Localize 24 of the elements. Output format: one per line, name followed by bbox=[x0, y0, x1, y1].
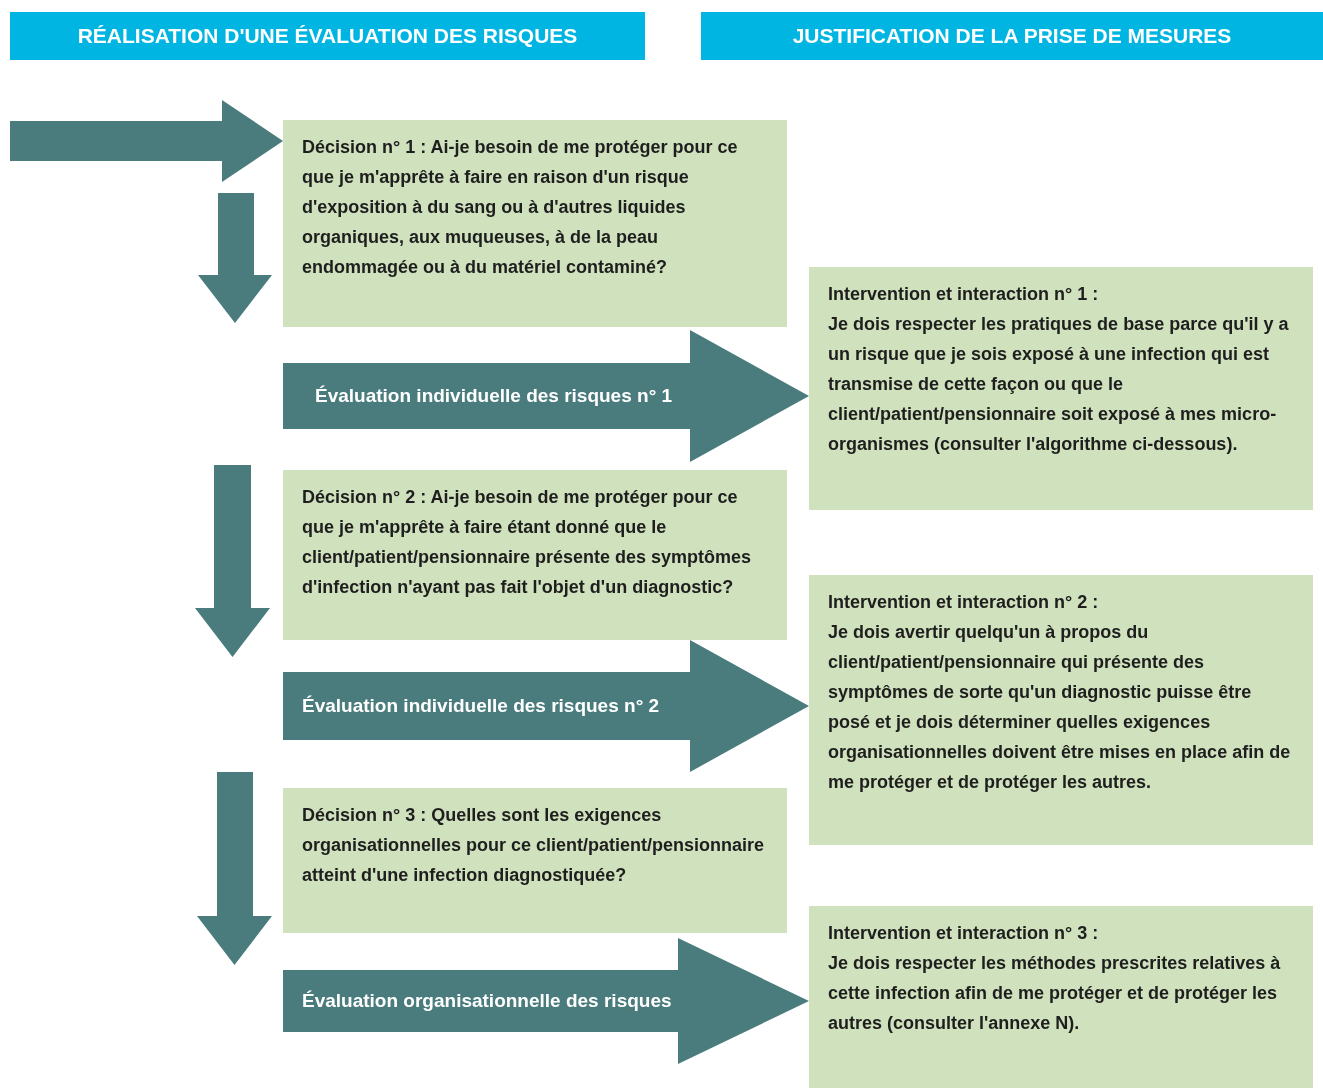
block-arrow bbox=[283, 330, 809, 462]
box-heading: Intervention et interaction n° 1 : bbox=[828, 283, 1100, 306]
decision-box bbox=[283, 120, 787, 327]
edge-label: Évaluation individuelle des risques n° 1 bbox=[315, 384, 673, 408]
section-header: JUSTIFICATION DE LA PRISE DE MESURES bbox=[701, 12, 1323, 60]
action-box bbox=[809, 906, 1313, 1088]
box-text: Décision n° 3 : Quelles sont les exigences organisationnelles pour ce client/patient/pensionnaire atteint d'une infection diagnostiquée? bbox=[302, 804, 766, 887]
box-heading: Intervention et interaction n° 2 : bbox=[828, 591, 1100, 614]
decision-box bbox=[283, 470, 787, 640]
action-box bbox=[809, 267, 1313, 510]
box-text: Je dois avertir quelqu'un à propos du client/patient/pensionnaire qui présente des symptômes de sorte qu'un diagnostic puisse être posé et je dois déterminer quelles exigences organisationnelles doivent être mises en place afin de me protéger et de protéger les autres. bbox=[828, 621, 1292, 794]
edge-label: Évaluation organisationnelle des risques bbox=[302, 989, 672, 1013]
box-text: Décision n° 2 : Ai-je besoin de me protéger pour ce que je m'apprête à faire étant donné que le client/patient/pensionnaire présente des symptômes d'infection n'ayant pas fait l'objet d'un diagnostic? bbox=[302, 486, 753, 599]
block-arrow bbox=[283, 640, 809, 772]
box-text: Je dois respecter les méthodes prescrites relatives à cette infection afin de me protéger et de protéger les autres (consulter l'annexe N). bbox=[828, 952, 1282, 1035]
box-text: Je dois respecter les pratiques de base parce qu'il y a un risque que je sois exposé à une infection qui est transmise de cette façon ou que le client/patient/pensionnaire soit exposé à mes micro-organismes (consulter l'algorithme ci-dessous). bbox=[828, 313, 1290, 456]
block-arrow bbox=[10, 100, 283, 182]
block-arrow bbox=[283, 938, 809, 1064]
section-header: RÉALISATION D'UNE ÉVALUATION DES RISQUES bbox=[10, 12, 645, 60]
box-heading: Intervention et interaction n° 3 : bbox=[828, 922, 1100, 945]
box-text: Décision n° 1 : Ai-je besoin de me protéger pour ce que je m'apprête à faire en raison d'un risque d'exposition à du sang ou à d'autres liquides organiques, aux muqueuses, à de la peau endommagée ou à du matériel contaminé? bbox=[302, 136, 739, 279]
edge-label: Évaluation individuelle des risques n° 2 bbox=[302, 694, 660, 718]
decision-box bbox=[283, 788, 787, 933]
action-box bbox=[809, 575, 1313, 845]
